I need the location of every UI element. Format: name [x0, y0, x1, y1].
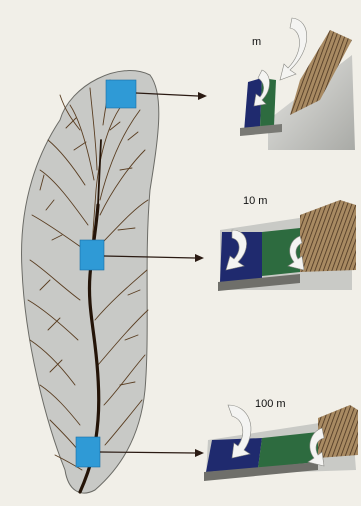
- marker-downstream[interactable]: [76, 437, 100, 467]
- block-diagram-downstream: [204, 405, 358, 481]
- marker-headwater[interactable]: [106, 80, 136, 108]
- marker-midstream[interactable]: [80, 240, 104, 270]
- block-diagram-midstream: [218, 200, 356, 291]
- scale-label-top: m: [252, 36, 261, 48]
- scale-label-middle: 10 m: [243, 195, 267, 207]
- scale-label-bottom: 100 m: [255, 398, 286, 410]
